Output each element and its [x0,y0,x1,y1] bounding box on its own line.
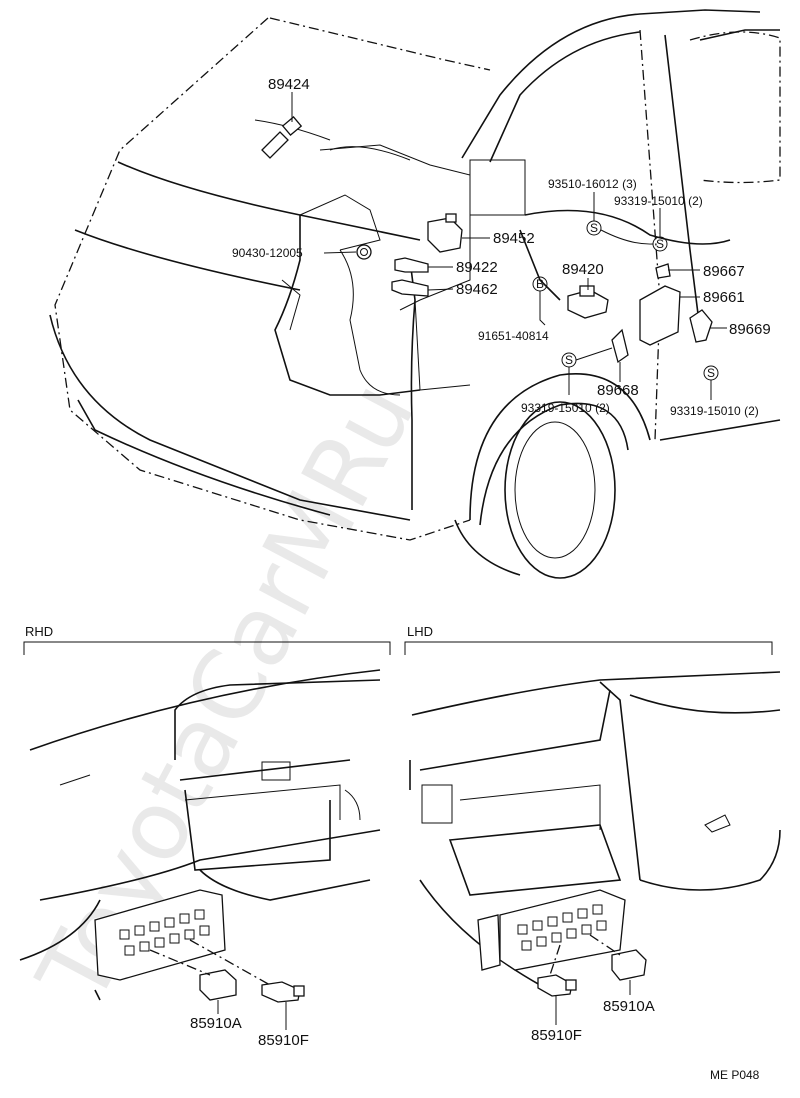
part-labels-upper: 89424 90430-12005 89452 89422 89462 8942… [232,76,771,418]
watermark-text: ToyotaCarMRu [16,364,437,1022]
part-85910f-relay-lhd [537,974,577,997]
marker-letter: B [536,277,544,291]
section-title-rhd: RHD [25,624,53,639]
section-title-lhd: LHD [407,624,433,639]
label-93319-15010-right: 93319-15010 (2) [670,404,759,418]
part-89424-sensor [261,115,303,159]
part-85910f-relay-rhd [261,981,305,1003]
vehicle-outline [49,9,781,579]
label-89668: 89668 [597,382,639,399]
section-lhd: LHD [404,624,781,1044]
part-89420-sensor [567,285,609,319]
bolt-marker-s-3: S [561,352,577,368]
label-89667: 89667 [703,263,745,280]
label-93510-16012: 93510-16012 (3) [548,177,637,191]
label-85910f-lhd: 85910F [531,1027,582,1044]
leader-lines-upper [291,92,727,400]
bolt-marker-s-2: S [652,236,668,252]
marker-letter: S [565,353,573,367]
label-93319-15010-left: 93319-15010 (2) [521,401,610,415]
part-90430-gasket [356,244,372,260]
label-85910a-lhd: 85910A [603,998,655,1015]
label-85910f-rhd: 85910F [258,1032,309,1049]
label-89669: 89669 [729,321,771,338]
part-85910a-relay-lhd [611,949,647,981]
bolt-marker-s-4: S [703,365,719,381]
label-89452: 89452 [493,230,535,247]
marker-letter: S [590,221,598,235]
label-85910a-rhd: 85910A [190,1015,242,1032]
diagram-code: ME P048 [710,1068,760,1082]
label-91651-40814: 91651-40814 [478,329,549,343]
label-90430-12005: 90430-12005 [232,246,303,260]
junction-block-lhd-sockets [517,904,607,951]
part-89422-sensor [394,257,429,273]
marker-letter: S [707,366,715,380]
label-89462: 89462 [456,281,498,298]
part-89669-bracket [689,309,713,343]
marker-letter: S [656,237,664,251]
bolt-marker-s-1: S [586,220,602,236]
label-89661: 89661 [703,289,745,306]
label-89424: 89424 [268,76,310,93]
label-89422: 89422 [456,259,498,276]
part-85910a-relay-rhd [199,969,237,1001]
part-89452-sensor [427,213,463,253]
label-89420: 89420 [562,261,604,278]
junction-block-rhd-sockets [119,909,210,956]
section-rhd: RHD [19,624,391,1049]
part-89667-clip [655,263,671,279]
part-89668-bracket [611,328,629,364]
part-89462-sensor [391,279,429,297]
part-89661-ecu [639,285,681,346]
label-93319-15010-top: 93319-15010 (2) [614,194,703,208]
